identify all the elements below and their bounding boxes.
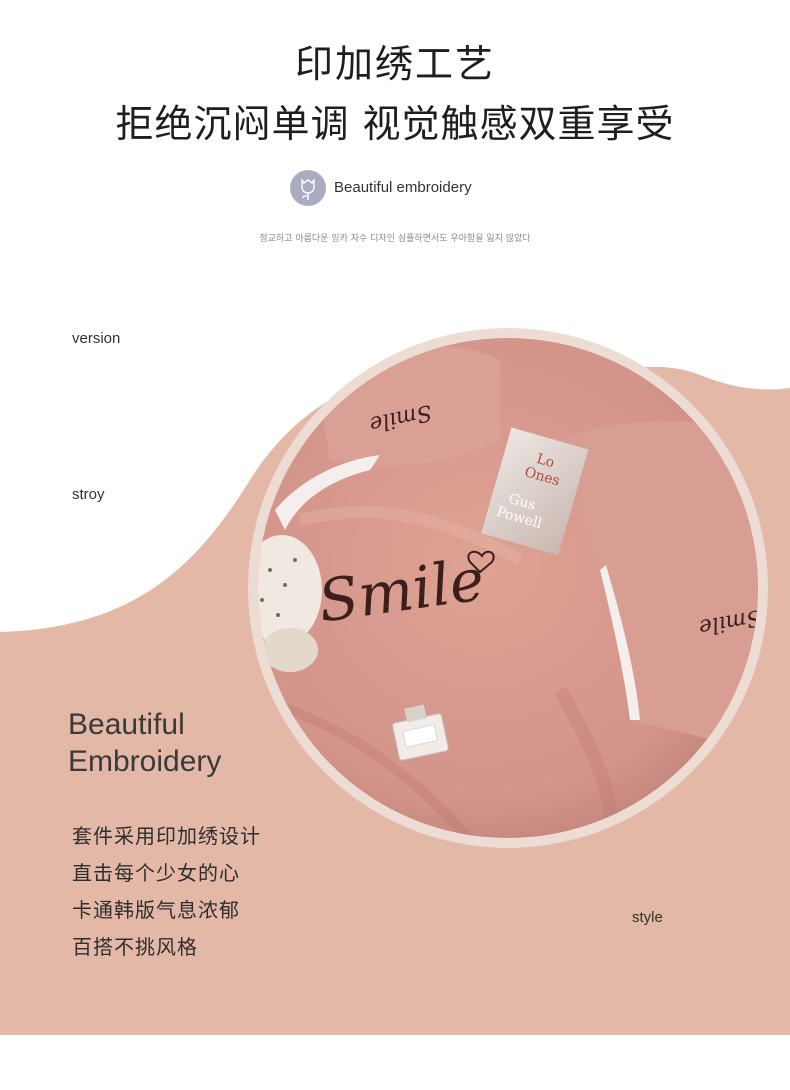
book-line-1: Lo [535, 451, 556, 471]
description-lines: 套件采用印加绣设计 直击每个少女的心 卡通韩版气息浓郁 百搭不挑风格 [72, 818, 261, 966]
label-style: style [632, 909, 663, 926]
description-line-1: 套件采用印加绣设计 [72, 824, 261, 848]
description-line-3: 卡通韩版气息浓郁 [72, 898, 240, 922]
plush-toy [258, 535, 322, 672]
rose-icon [301, 177, 315, 200]
heading-line-1: Beautiful [68, 708, 185, 741]
description-line-4: 百搭不挑风格 [72, 935, 198, 959]
heading-line-2: Embroidery [68, 745, 222, 778]
label-stroy: stroy [72, 486, 105, 503]
page-subtitle: 拒绝沉闷单调 视觉触感双重享受 [115, 102, 675, 146]
pillow-right [560, 421, 758, 760]
description-line-2: 直击每个少女的心 [72, 861, 240, 885]
english-subtitle: Beautiful embroidery [334, 179, 472, 196]
page-title: 印加绣工艺 [294, 42, 495, 86]
heart-icon [467, 550, 495, 574]
korean-caption: 정교하고 아름다운 잉카 자수 디자인 심플하면서도 우아함을 잃지 않았다 [259, 234, 531, 244]
section-heading: Beautiful Embroidery [68, 706, 221, 780]
book-line-3: Gus [507, 491, 538, 514]
perfume-bottle [392, 704, 449, 761]
label-version: version [72, 330, 121, 347]
rose-badge [290, 170, 326, 206]
book [481, 427, 589, 556]
